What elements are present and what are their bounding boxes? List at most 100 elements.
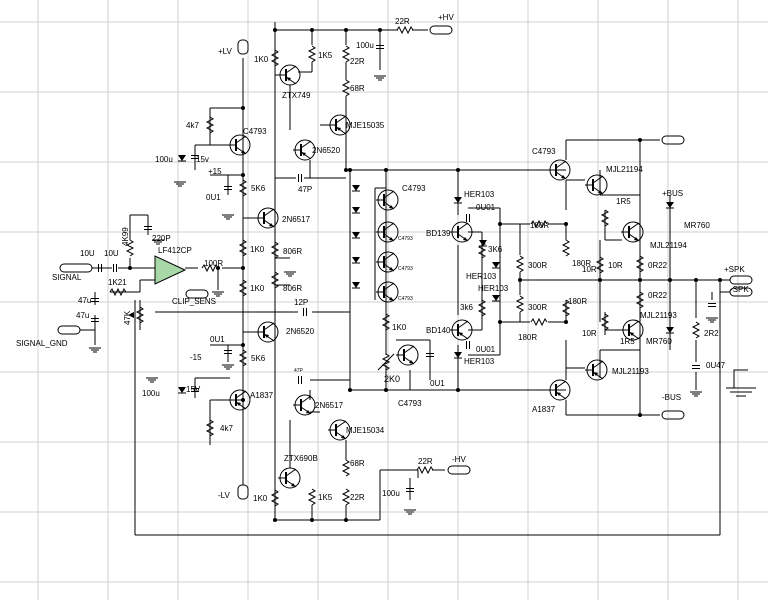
transistor-c4793-vbe <box>395 344 419 366</box>
label-c-0u47: 0U47 <box>706 361 726 370</box>
transistor-c4793-s2 <box>375 251 399 273</box>
label-q-ztx749: ZTX749 <box>282 91 311 100</box>
label-r-1k0-a: 1K0 <box>254 55 269 64</box>
label-q-2n6517-top: 2N6517 <box>282 215 311 224</box>
label-q-mjl21194-a: MJL21194 <box>606 165 643 174</box>
label-q-mje15035: MJE15035 <box>346 121 385 130</box>
label-r-5k6-bot: 5K6 <box>251 354 266 363</box>
label-r-4k99: 4K99 <box>121 227 130 246</box>
label-plus-lv: +LV <box>218 47 233 56</box>
label-q-a1837-left: A1837 <box>250 391 274 400</box>
label-q-bd139: BD139 <box>426 229 451 238</box>
label-d-her103-c: HER103 <box>478 284 509 293</box>
label-plus-hv: +HV <box>438 13 454 22</box>
label-q-ztx690b: ZTX690B <box>284 454 318 463</box>
label-c-hv-top: 100u <box>356 41 374 50</box>
label-q-2n6520-top: 2N6520 <box>312 146 341 155</box>
label-minus-15: -15 <box>190 353 202 362</box>
label-r-1k0-c: 1K0 <box>250 284 265 293</box>
label-q-mjl21194-b: MJL21194 <box>650 241 687 250</box>
label-r-4k7-bot: 4k7 <box>220 424 233 433</box>
label-r-1k5-top: 1K5 <box>318 51 333 60</box>
label-r-2r2: 2R2 <box>704 329 719 338</box>
label-u-lf412: LF412CP <box>158 246 192 255</box>
port-signal-gnd-label: SIGNAL_GND <box>16 339 68 348</box>
label-c-0u1-vbe: 0U1 <box>430 379 445 388</box>
label-c-47p-small: 47P <box>294 368 304 374</box>
label-r-806r-b: 806R <box>283 284 302 293</box>
label-r-1k21: 1K21 <box>108 278 127 287</box>
label-c-100u-left-bot: 100u <box>142 389 160 398</box>
label-minus-hv: -HV <box>452 455 466 464</box>
port-clip-sens-label: CLIP_SENS <box>172 297 216 306</box>
label-q-c4793-stack: C4793 <box>402 184 426 193</box>
label-c-47p: 47P <box>298 185 312 194</box>
port-minus-spk-label: -SPK <box>730 285 749 294</box>
port-connectors <box>57 25 753 500</box>
label-r-300r-b: 300R <box>528 303 547 312</box>
label-r-10r-c: 10R <box>582 329 597 338</box>
pot-47k <box>128 306 144 324</box>
label-c-100u-bot: 100u <box>382 489 400 498</box>
label-r-10r-a: 10R <box>582 265 597 274</box>
label-q-bd140: BD140 <box>426 326 451 335</box>
label-c-0u1-top: 0U1 <box>206 193 221 202</box>
label-pot-2k0: 2K0 <box>384 374 400 384</box>
label-r-hv-top: 22R <box>395 17 410 26</box>
label-minus-lv: -LV <box>218 491 231 500</box>
label-d-her103-b: HER103 <box>466 272 497 281</box>
port-plus-spk-label: +SPK <box>724 265 745 274</box>
label-c-12p: 12P <box>294 298 308 307</box>
label-pot-47k: 47K <box>123 310 132 325</box>
transistor-2n6517-bot <box>292 394 316 416</box>
label-r-300r-a: 300R <box>528 261 547 270</box>
label-r-1r5-b: 1R5 <box>620 337 635 346</box>
label-q-mjl21193-b: MJL21193 <box>612 367 649 376</box>
label-q-a1837-drv: A1837 <box>532 405 556 414</box>
label-c-220p: 220P <box>152 234 171 243</box>
label-d-her103-d: HER103 <box>464 357 495 366</box>
label-c-0u01-b: 0U01 <box>476 345 496 354</box>
label-z-15v-bot: 15V <box>186 385 201 394</box>
label-c-10u-a: 10U <box>80 249 95 258</box>
transistor-c4793-s0 <box>375 189 399 211</box>
label-q-c4793-vbe: C4793 <box>398 399 422 408</box>
label-c-47u-b: 47u <box>76 311 89 320</box>
label-r-3k6-b: 3k6 <box>460 303 473 312</box>
opamp-lf412 <box>154 255 187 285</box>
transistor-c4793-s3 <box>375 281 399 303</box>
label-d-mr760-b: MR760 <box>646 337 672 346</box>
label-r-3k6-a: 3K6 <box>488 245 503 254</box>
transistor-ztx749 <box>277 64 301 86</box>
transistor-mjl21193-b <box>584 359 608 381</box>
label-r-0r22-b: 0R22 <box>648 291 668 300</box>
label-r-10r-b: 10R <box>608 261 623 270</box>
pot-2k0 <box>377 353 395 371</box>
label-z-15v-top: 15v <box>196 155 209 164</box>
label-c-10u-b: 10U <box>104 249 119 258</box>
transistor-mjl21194-a <box>584 174 608 196</box>
label-q-c4793-s3: C4793 <box>398 296 413 302</box>
label-r-68r-bot: 68R <box>350 459 365 468</box>
label-plus-15: +15 <box>208 167 222 176</box>
junction-dots <box>128 28 722 522</box>
label-r-180r-d: 180R <box>568 297 587 306</box>
label-r-5k6-top: 5K6 <box>251 184 266 193</box>
label-r-1k5-bot: 1K5 <box>318 493 333 502</box>
label-r-1k0-b: 1K0 <box>250 245 265 254</box>
label-r-22r-top: 22R <box>350 57 365 66</box>
label-d-her103-a: HER103 <box>464 190 495 199</box>
label-r-180r-c: 180R <box>572 259 591 268</box>
label-r-1k0-bot: 1K0 <box>253 494 268 503</box>
label-q-c4793-s1: C4793 <box>398 236 413 242</box>
transistor-c4793-left <box>227 134 251 156</box>
label-r-22r-hv-bot: 22R <box>418 457 433 466</box>
chassis-ground <box>726 369 756 397</box>
label-r-1r5-a: 1R5 <box>616 197 631 206</box>
transistor-ztx690b <box>277 467 301 489</box>
label-r-180r-a: 180R <box>530 221 549 230</box>
label-c-0u01-a: 0U01 <box>476 203 496 212</box>
label-q-mjl21193-a: MJL21193 <box>640 311 677 320</box>
